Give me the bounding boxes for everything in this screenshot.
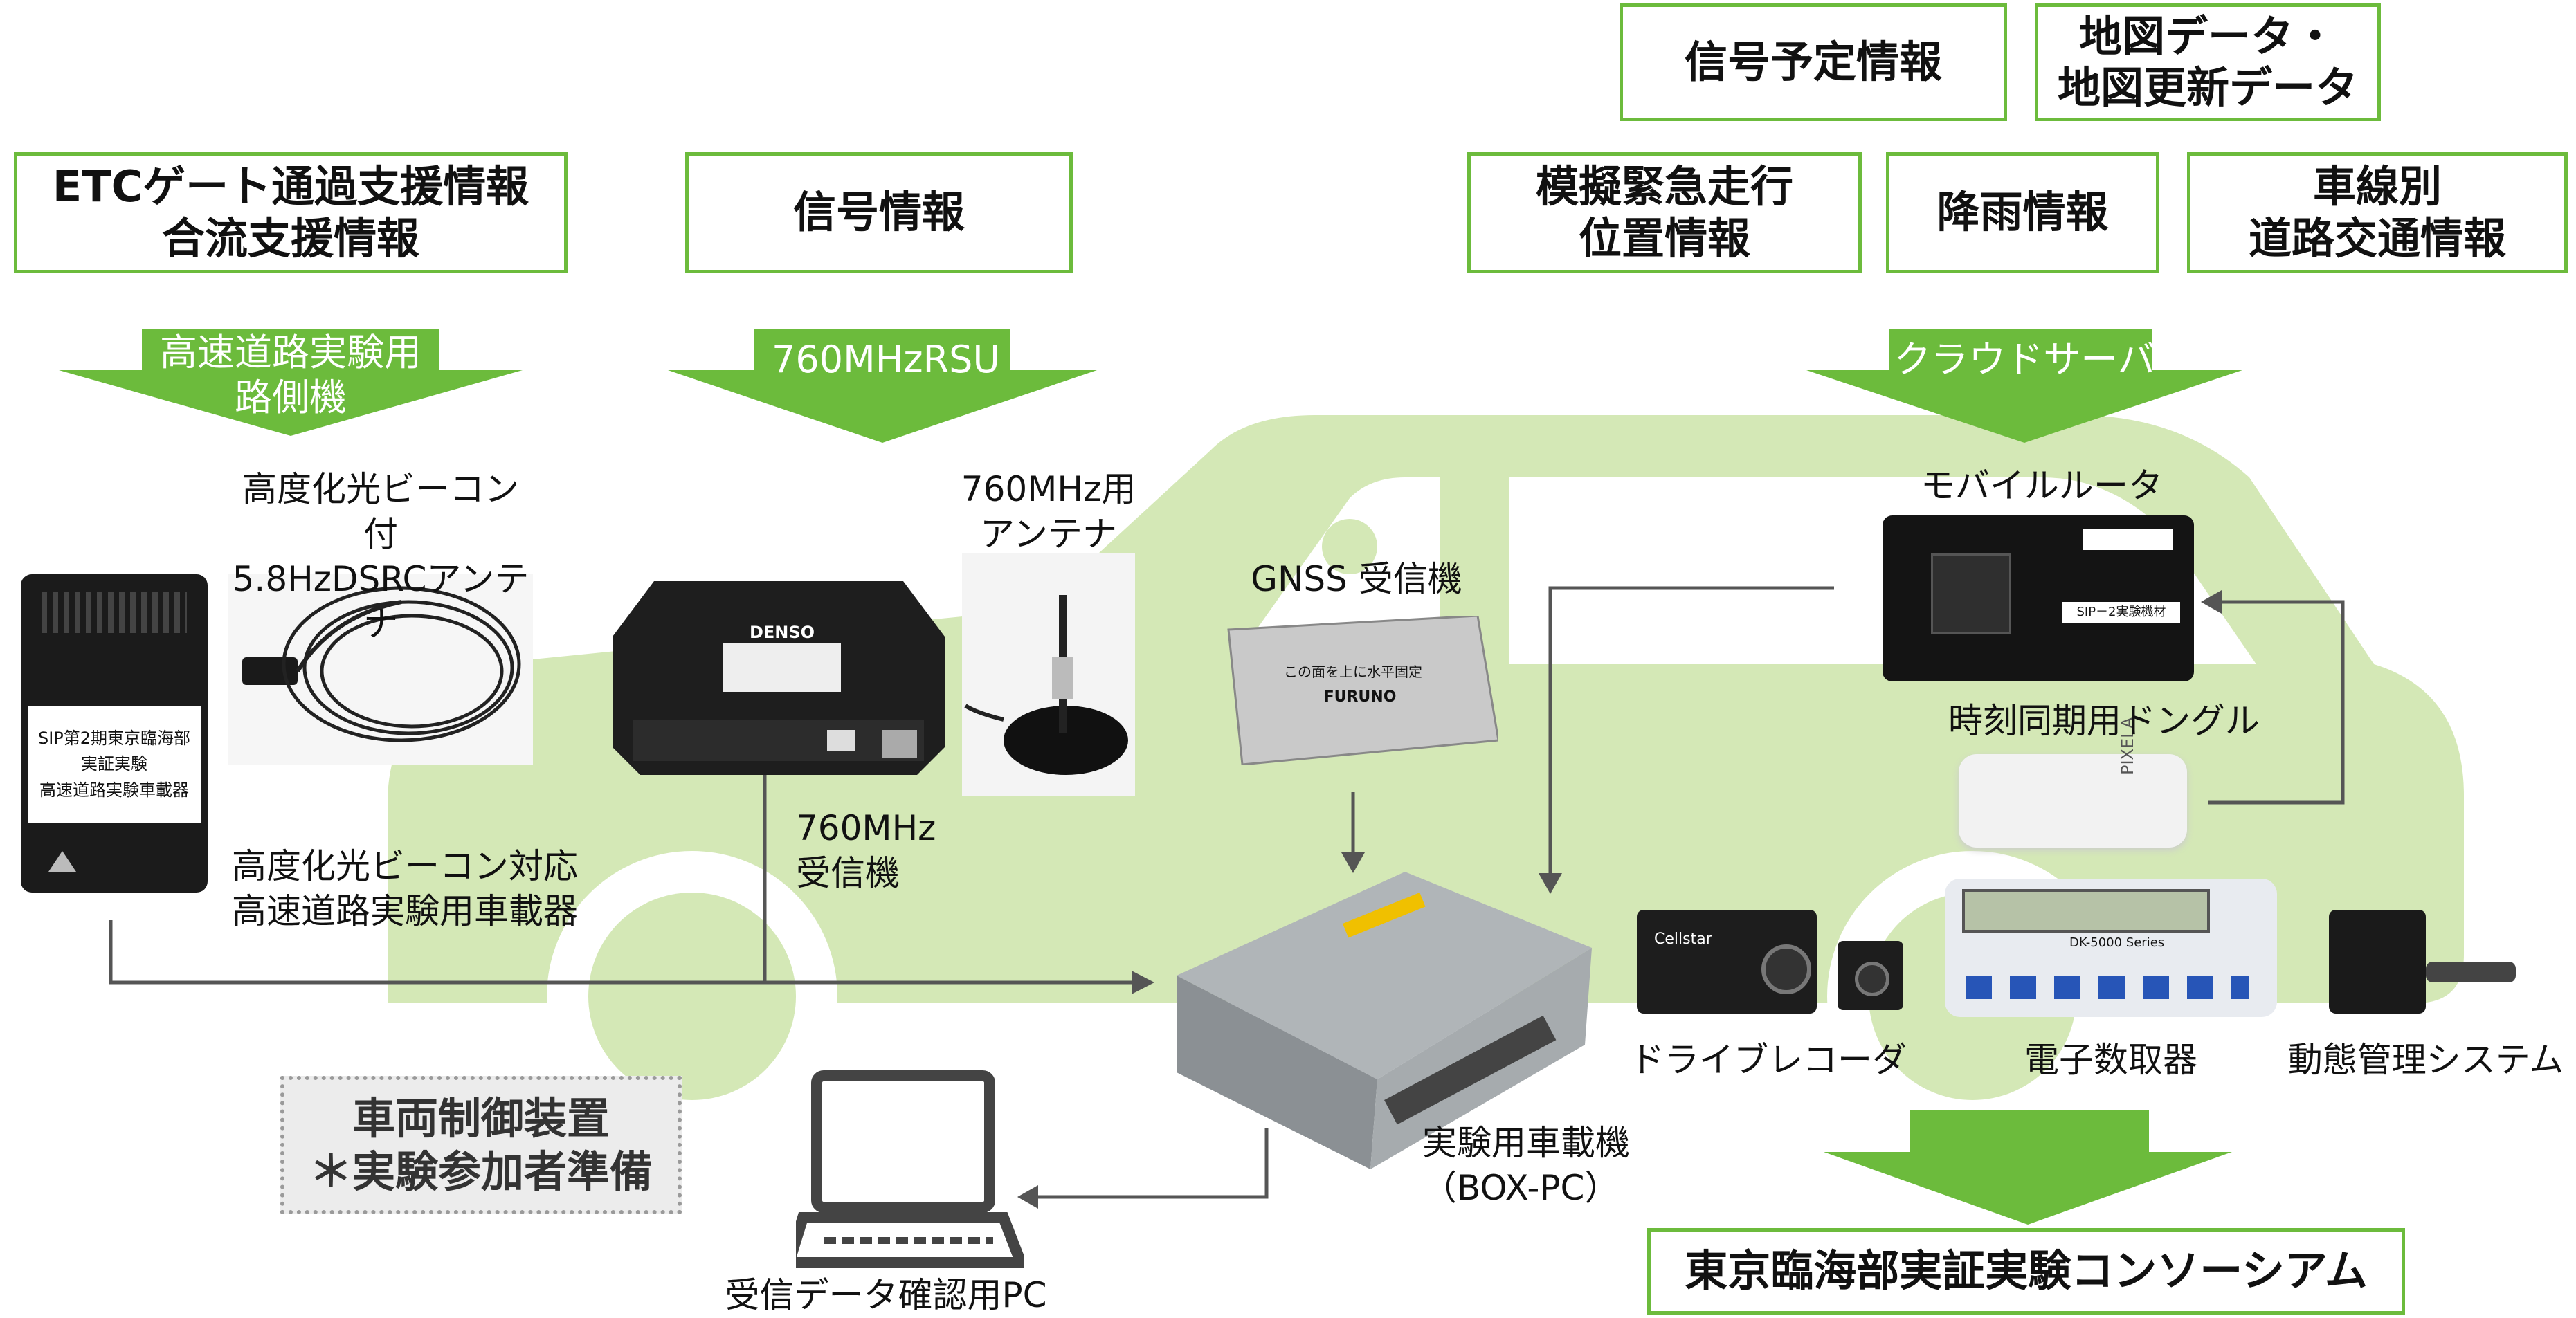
label-onboard-unit: 高度化光ビーコン対応 高速道路実験用車載器 (232, 846, 578, 931)
label-receiver-760: 760MHz 受信機 (796, 808, 936, 893)
vehicle-control-box: 車両制御装置 ＊実験参加者準備 (280, 1076, 682, 1214)
electronic-counter-photo: DK-5000 Series (1945, 879, 2277, 1017)
box-signal-info: 信号情報 (685, 152, 1073, 273)
label-pc: 受信データ確認用PC (725, 1275, 1047, 1315)
antenna-760-photo (962, 553, 1135, 796)
car-mirror (1322, 519, 1377, 574)
time-dongle-photo: PIXELA (1959, 717, 2187, 848)
box-map-data: 地図データ・ 地図更新データ (2035, 3, 2381, 121)
label-counter: 電子数取器 (2024, 1040, 2197, 1080)
arrow-cloud (1806, 329, 2242, 443)
router-screen (1931, 553, 2011, 634)
box-signal-schedule: 信号予定情報 (1620, 3, 2007, 121)
rear-camera-photo (1838, 941, 1903, 1010)
front-wheel (588, 893, 796, 1100)
arrow-label-cloud: クラウドサーバ (1894, 338, 2155, 381)
line-etc-to-boxpc (109, 920, 1135, 985)
recorder-brand: Cellstar (1654, 931, 1712, 948)
mobile-router-photo: SIP－2実験機材 (1883, 515, 2194, 681)
label-beacon-antenna: 高度化光ビーコン付 5.8HzDSRCアンテナ (232, 469, 529, 644)
label-gnss: GNSS 受信機 (1251, 559, 1462, 599)
counter-display (1962, 889, 2210, 933)
line-dongle-to-router (2208, 600, 2345, 805)
camera-lens-icon (1761, 944, 1811, 994)
vent-grille (42, 592, 187, 633)
router-label (2083, 529, 2173, 550)
label-mobile-router: モバイルルータ (1921, 466, 2163, 506)
box-emergency: 模擬緊急走行 位置情報 (1467, 152, 1862, 273)
box-pc-photo (1177, 872, 1592, 1169)
label-drive-recorder: ドライブレコーダ (1630, 1040, 1907, 1080)
arrowhead-dongle-router (2201, 590, 2222, 614)
arrow-roadside (59, 329, 523, 436)
counter-model: DK-5000 Series (2069, 935, 2165, 950)
etc-onboard-unit: SIP第2期東京臨海部 実証実験 高速道路実験車載器 (21, 574, 208, 893)
arrow-rsu (668, 329, 1097, 443)
arrow-label-rsu: 760MHzRSU (772, 338, 1000, 381)
gnss-brand: FURUNO (1323, 688, 1397, 706)
box-rain: 降雨情報 (1886, 152, 2159, 273)
consortium-box: 東京臨海部実証実験コンソーシアム (1647, 1228, 2405, 1315)
arrowhead-router-down (1539, 873, 1562, 894)
gnss-receiver-photo: この面を上に水平固定 FURUNO (1215, 614, 1500, 766)
etc-unit-sticker: SIP第2期東京臨海部 実証実験 高速道路実験車載器 (28, 706, 201, 823)
cigar-plug-photo (2426, 962, 2516, 982)
denso-brand: DENSO (749, 623, 815, 642)
label-fleet: 動態管理システム (2287, 1040, 2564, 1080)
router-sticker: SIP－2実験機材 (2062, 602, 2180, 623)
arrow-consortium (1824, 1110, 2232, 1225)
label-antenna-760: 760MHz用 アンテナ (961, 469, 1136, 554)
gnss-note: この面を上に水平固定 (1284, 663, 1422, 680)
arrowhead-boxpc-left (1132, 971, 1154, 994)
box-etc-info: ETCゲート通過支援情報 合流支援情報 (14, 152, 568, 273)
drive-recorder-photo: Cellstar (1637, 910, 1817, 1014)
label-time-dongle: 時刻同期用ドングル (1948, 701, 2260, 741)
laptop-icon (781, 1069, 1029, 1270)
counter-keys (1966, 976, 2249, 999)
fleet-device-photo (2329, 910, 2426, 1014)
rear-camera-lens-icon (1855, 962, 1889, 996)
box-lane-traffic: 車線別 道路交通情報 (2187, 152, 2568, 273)
line-boxpc-to-pc (1031, 1128, 1269, 1199)
receiver-760-photo: DENSO (613, 581, 945, 775)
mitsubishi-logo-icon (48, 851, 76, 872)
arrow-label-roadside: 高速道路実験用 路側機 (160, 331, 421, 419)
arrowhead-pc-left (1017, 1185, 1038, 1209)
arrowhead-gnss-down (1341, 852, 1365, 873)
beacon-antenna-photo (228, 574, 533, 765)
label-box-pc: 実験用車載機 （BOX-PC） (1422, 1123, 1630, 1208)
line-router-to-boxpc (1548, 586, 1834, 882)
